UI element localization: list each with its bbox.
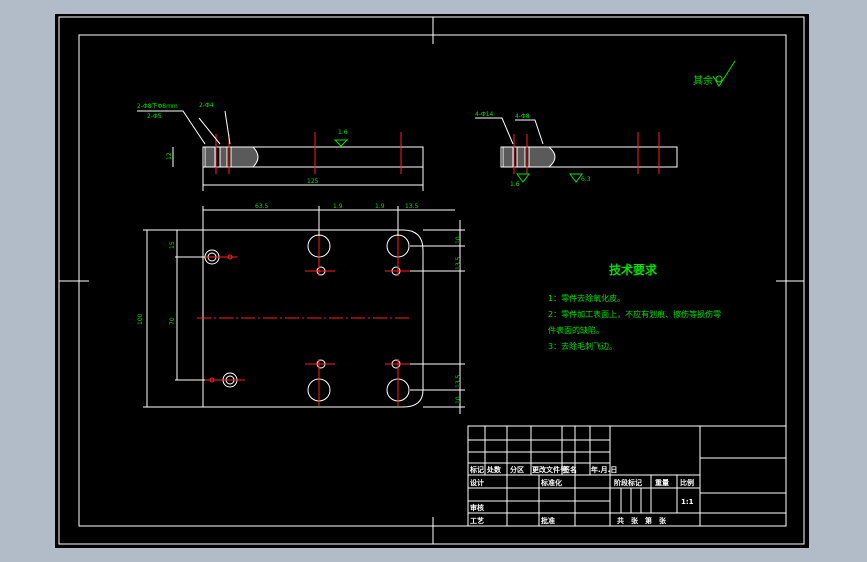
tb-label-zone: 分区 <box>510 465 524 474</box>
side-roughness-2: 6.3 <box>581 176 591 183</box>
side-callout-1: 4-Φ14 <box>475 111 494 118</box>
cad-drawing: 其余 2-Φ8下Φ8mm 2-Φ5 2-Φ4 12 125 1.6 <box>58 16 805 545</box>
plan-right-2: 13.5 <box>455 256 462 270</box>
front-roughness-symbol <box>333 139 349 147</box>
front-view: 2-Φ8下Φ8mm 2-Φ5 2-Φ4 12 125 1.6 <box>137 102 424 191</box>
tb-label-count: 处数 <box>486 465 502 474</box>
tb-review: 审核 <box>470 503 484 512</box>
plan-left-1: 15 <box>169 241 176 249</box>
plan-top-4: 13.5 <box>405 203 419 210</box>
front-roughness: 1.6 <box>338 129 348 136</box>
tb-scale-label: 比例 <box>680 478 694 487</box>
sheet-border <box>58 16 805 545</box>
title-block: 标记 处数 分区 更改文件号 签名 年.月.日 设计 标准化 审核 工艺 批准 … <box>467 425 787 527</box>
drawing-frame <box>78 34 787 527</box>
tb-design: 设计 <box>470 478 484 487</box>
plan-right-1: 10 <box>455 236 462 244</box>
side-leader-2 <box>515 119 544 145</box>
front-view-body <box>202 146 424 168</box>
side-view: 4-Φ14 4-Φ8 1.6 6.3 <box>475 111 678 188</box>
side-callout-2: 4-Φ8 <box>515 113 530 120</box>
front-hatch-3 <box>230 146 259 168</box>
tech-item-1: 1：零件去除氧化皮。 <box>548 293 625 303</box>
tb-label-change-doc: 更改文件号 <box>532 465 567 474</box>
plan-left-2: 70 <box>169 317 176 325</box>
plan-view: 63.5 1.9 1.9 13.5 100 15 70 10 13.5 13.5… <box>137 203 465 414</box>
tb-process: 工艺 <box>470 516 484 525</box>
roughness-note: 其余 <box>693 74 713 87</box>
side-hatch-2 <box>516 146 526 168</box>
front-hatch-2 <box>219 146 228 168</box>
side-roughness-symbol-1 <box>516 173 530 183</box>
side-hatch-1 <box>502 146 514 168</box>
tb-approve: 批准 <box>541 516 555 525</box>
tb-scale-value: 1:1 <box>681 498 694 506</box>
front-leader-2 <box>198 117 221 145</box>
title-block-border <box>467 425 787 527</box>
front-callout-3: 2-Φ4 <box>199 102 214 109</box>
tb-label-mark: 标记 <box>469 465 484 474</box>
front-thickness: 12 <box>166 152 173 160</box>
tech-item-4: 3：去除毛刺飞边。 <box>548 341 617 351</box>
tb-stage-mark: 阶段标记 <box>614 478 642 487</box>
side-roughness-1: 1.6 <box>510 181 520 188</box>
front-callout-1: 2-Φ8下Φ8mm <box>137 103 178 110</box>
tb-label-sign: 签名 <box>562 465 577 474</box>
front-leader-1 <box>137 110 206 145</box>
tech-requirements-title: 技术要求 <box>609 262 658 277</box>
plan-right-4: 10 <box>455 396 462 404</box>
plan-top-1: 63.5 <box>255 203 269 210</box>
roughness-circle <box>715 75 723 83</box>
front-callout-2: 2-Φ5 <box>147 113 162 120</box>
side-view-body <box>500 146 678 168</box>
tech-requirements: 技术要求 1：零件去除氧化皮。 2：零件加工表面上，不应有划痕、擦伤等损伤零 件… <box>548 262 721 351</box>
side-roughness-symbol-2 <box>569 173 583 183</box>
plan-top-3: 1.9 <box>375 203 385 210</box>
roughness-symbol <box>712 60 736 87</box>
tb-standardization: 标准化 <box>540 478 562 487</box>
front-hatch-1 <box>204 146 216 168</box>
cad-drawing-canvas: 其余 2-Φ8下Φ8mm 2-Φ5 2-Φ4 12 125 1.6 <box>55 14 809 548</box>
plan-left-total: 100 <box>137 313 144 325</box>
tb-weight: 重量 <box>655 478 669 487</box>
tb-label-date: 年.月.日 <box>591 465 617 474</box>
front-leader-3 <box>224 110 231 145</box>
plan-top-2: 1.9 <box>333 203 343 210</box>
front-length: 125 <box>307 178 319 185</box>
side-hatch-3 <box>528 146 556 168</box>
tb-sheets: 共 张 第 张 <box>617 516 667 525</box>
tech-item-3: 件表面的缺陷。 <box>548 325 604 335</box>
plan-right-3: 13.5 <box>455 374 462 388</box>
side-leader-1 <box>475 117 514 145</box>
tech-item-2: 2：零件加工表面上，不应有划痕、擦伤等损伤零 <box>548 309 721 319</box>
